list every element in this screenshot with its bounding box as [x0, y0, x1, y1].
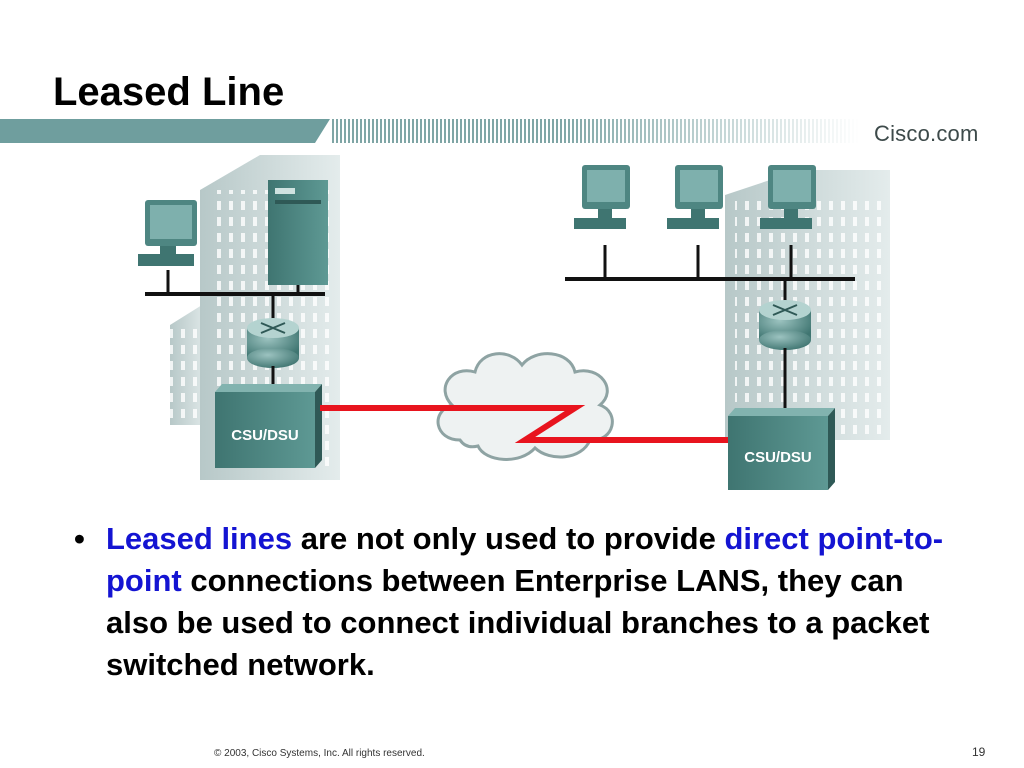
- header-banner: [0, 119, 860, 143]
- right-csu-dsu: CSU/DSU: [728, 408, 835, 490]
- bullet-dot: •: [74, 521, 85, 556]
- emphasis-leased-lines: Leased lines: [106, 521, 293, 556]
- workstation-icon: [667, 165, 723, 229]
- bullet-text: Leased lines are not only used to provid…: [106, 518, 954, 686]
- bullet-text-segment: connections between Enterprise LANS, the…: [106, 563, 930, 682]
- left-server-icon: [268, 180, 328, 285]
- left-workstation-icon: [138, 200, 197, 266]
- page-number: 19: [972, 745, 986, 759]
- slide-title: Leased Line: [53, 70, 285, 114]
- right-workstations: [574, 165, 816, 229]
- left-csu-dsu-label: CSU/DSU: [231, 427, 299, 444]
- workstation-icon: [574, 165, 630, 229]
- bullet-text-segment: are not only used to provide: [292, 521, 725, 556]
- right-router-icon: [759, 300, 811, 350]
- bullet-item: • Leased lines are not only used to prov…: [74, 518, 954, 686]
- copyright-footer: © 2003, Cisco Systems, Inc. All rights r…: [214, 748, 425, 759]
- cisco-logo-text: Cisco.com: [874, 121, 979, 146]
- leased-line-diagram: CSU/DSU CS: [138, 155, 890, 490]
- left-csu-dsu: CSU/DSU: [215, 384, 322, 468]
- right-csu-dsu-label: CSU/DSU: [744, 449, 812, 466]
- emphasis-direct-point-to-point: direct point-to-point: [106, 521, 944, 598]
- workstation-icon: [760, 165, 816, 229]
- left-router-icon: [247, 318, 299, 368]
- leased-line-link: [320, 405, 728, 443]
